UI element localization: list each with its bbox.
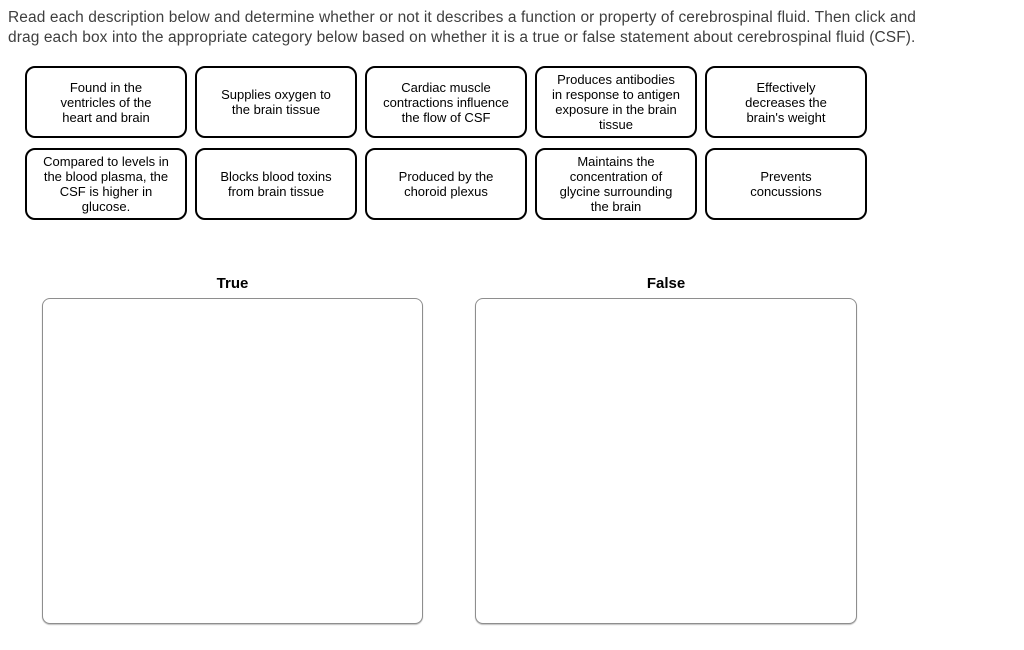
card-csf-higher-glucose[interactable]: Compared to levels in the blood plasma, …: [25, 148, 187, 220]
card-prevents-concussions[interactable]: Prevents concussions: [705, 148, 867, 220]
true-zone-column: True: [42, 275, 423, 624]
card-decreases-brain-weight[interactable]: Effectively decreases the brain's weight: [705, 66, 867, 138]
instructions-text: Read each description below and determin…: [8, 9, 917, 46]
cards-grid: Found in the ventricles of the heart and…: [25, 66, 1024, 220]
false-drop-zone[interactable]: [475, 298, 857, 624]
card-cardiac-contractions[interactable]: Cardiac muscle contractions influence th…: [365, 66, 527, 138]
drop-zones-row: True False: [0, 275, 1024, 624]
false-zone-column: False: [475, 275, 857, 624]
true-zone-label: True: [216, 275, 249, 292]
card-blocks-blood-toxins[interactable]: Blocks blood toxins from brain tissue: [195, 148, 357, 220]
card-produces-antibodies[interactable]: Produces antibodies in response to antig…: [535, 66, 697, 138]
true-drop-zone[interactable]: [42, 298, 423, 624]
false-zone-label: False: [646, 275, 686, 292]
card-found-in-ventricles[interactable]: Found in the ventricles of the heart and…: [25, 66, 187, 138]
card-choroid-plexus[interactable]: Produced by the choroid plexus: [365, 148, 527, 220]
card-maintains-glycine[interactable]: Maintains the concentration of glycine s…: [535, 148, 697, 220]
card-supplies-oxygen[interactable]: Supplies oxygen to the brain tissue: [195, 66, 357, 138]
